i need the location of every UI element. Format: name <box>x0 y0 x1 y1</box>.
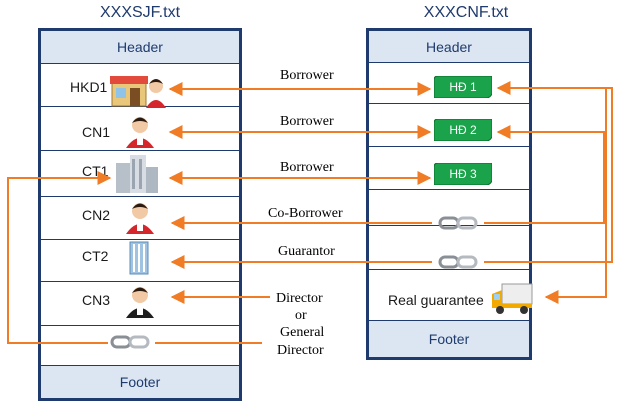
truck-icon <box>492 283 533 314</box>
right-footer-row: Footer <box>369 321 529 357</box>
contract-label-hd3: HĐ 3 <box>449 167 477 181</box>
left-row-link <box>41 326 239 366</box>
arrow-real-guarantee <box>544 88 607 304</box>
left-file-title: XXXSJF.txt <box>99 4 181 21</box>
building-icon <box>116 155 158 193</box>
relation-label-guarantor: Guarantor <box>278 244 335 259</box>
chain-link-icon <box>438 255 478 269</box>
left-row-cn1 <box>41 107 239 151</box>
left-label-hkd1: HKD1 <box>70 79 108 95</box>
relation-label-director-1: Director <box>276 291 323 306</box>
contract-label-hd1: HĐ 1 <box>449 80 477 94</box>
relation-label-co-borrower: Co-Borrower <box>268 206 343 221</box>
left-label-ct2: CT2 <box>82 248 109 264</box>
left-footer-row: Footer <box>41 366 239 398</box>
relation-label-borrower-3: Borrower <box>280 160 334 175</box>
chain-link-icon <box>438 216 478 230</box>
right-header-label: Header <box>426 39 472 55</box>
real-guarantee-label: Real guarantee <box>388 292 484 308</box>
right-file-title: XXXCNF.txt <box>423 4 509 21</box>
contract-doc-hd3: HĐ 3 <box>433 162 493 186</box>
left-header-row: Header <box>41 31 239 64</box>
right-footer-label: Footer <box>428 331 470 347</box>
relation-label-director-3: General <box>280 325 325 340</box>
relation-label-director-2: or <box>295 308 307 323</box>
left-label-ct1: CT1 <box>82 163 109 179</box>
contract-doc-hd2: HĐ 2 <box>433 118 493 142</box>
tower-icon <box>129 241 149 275</box>
left-footer-label: Footer <box>119 374 161 390</box>
person-icon <box>126 117 154 148</box>
left-label-cn1: CN1 <box>82 124 111 140</box>
left-label-cn2: CN2 <box>82 207 111 223</box>
shop-person-icon <box>110 76 166 108</box>
left-label-cn3: CN3 <box>82 292 111 308</box>
right-row-real-guarantee <box>369 270 529 321</box>
chain-link-icon <box>110 335 150 349</box>
right-header-row: Header <box>369 31 529 63</box>
relation-label-director-4: Director <box>277 343 324 358</box>
person-icon <box>126 287 154 318</box>
person-icon <box>126 203 154 234</box>
contract-doc-hd1: HĐ 1 <box>433 75 493 99</box>
left-header-label: Header <box>117 39 163 55</box>
relation-label-borrower-1: Borrower <box>280 68 334 83</box>
relation-label-borrower-2: Borrower <box>280 114 334 129</box>
contract-label-hd2: HĐ 2 <box>449 123 477 137</box>
